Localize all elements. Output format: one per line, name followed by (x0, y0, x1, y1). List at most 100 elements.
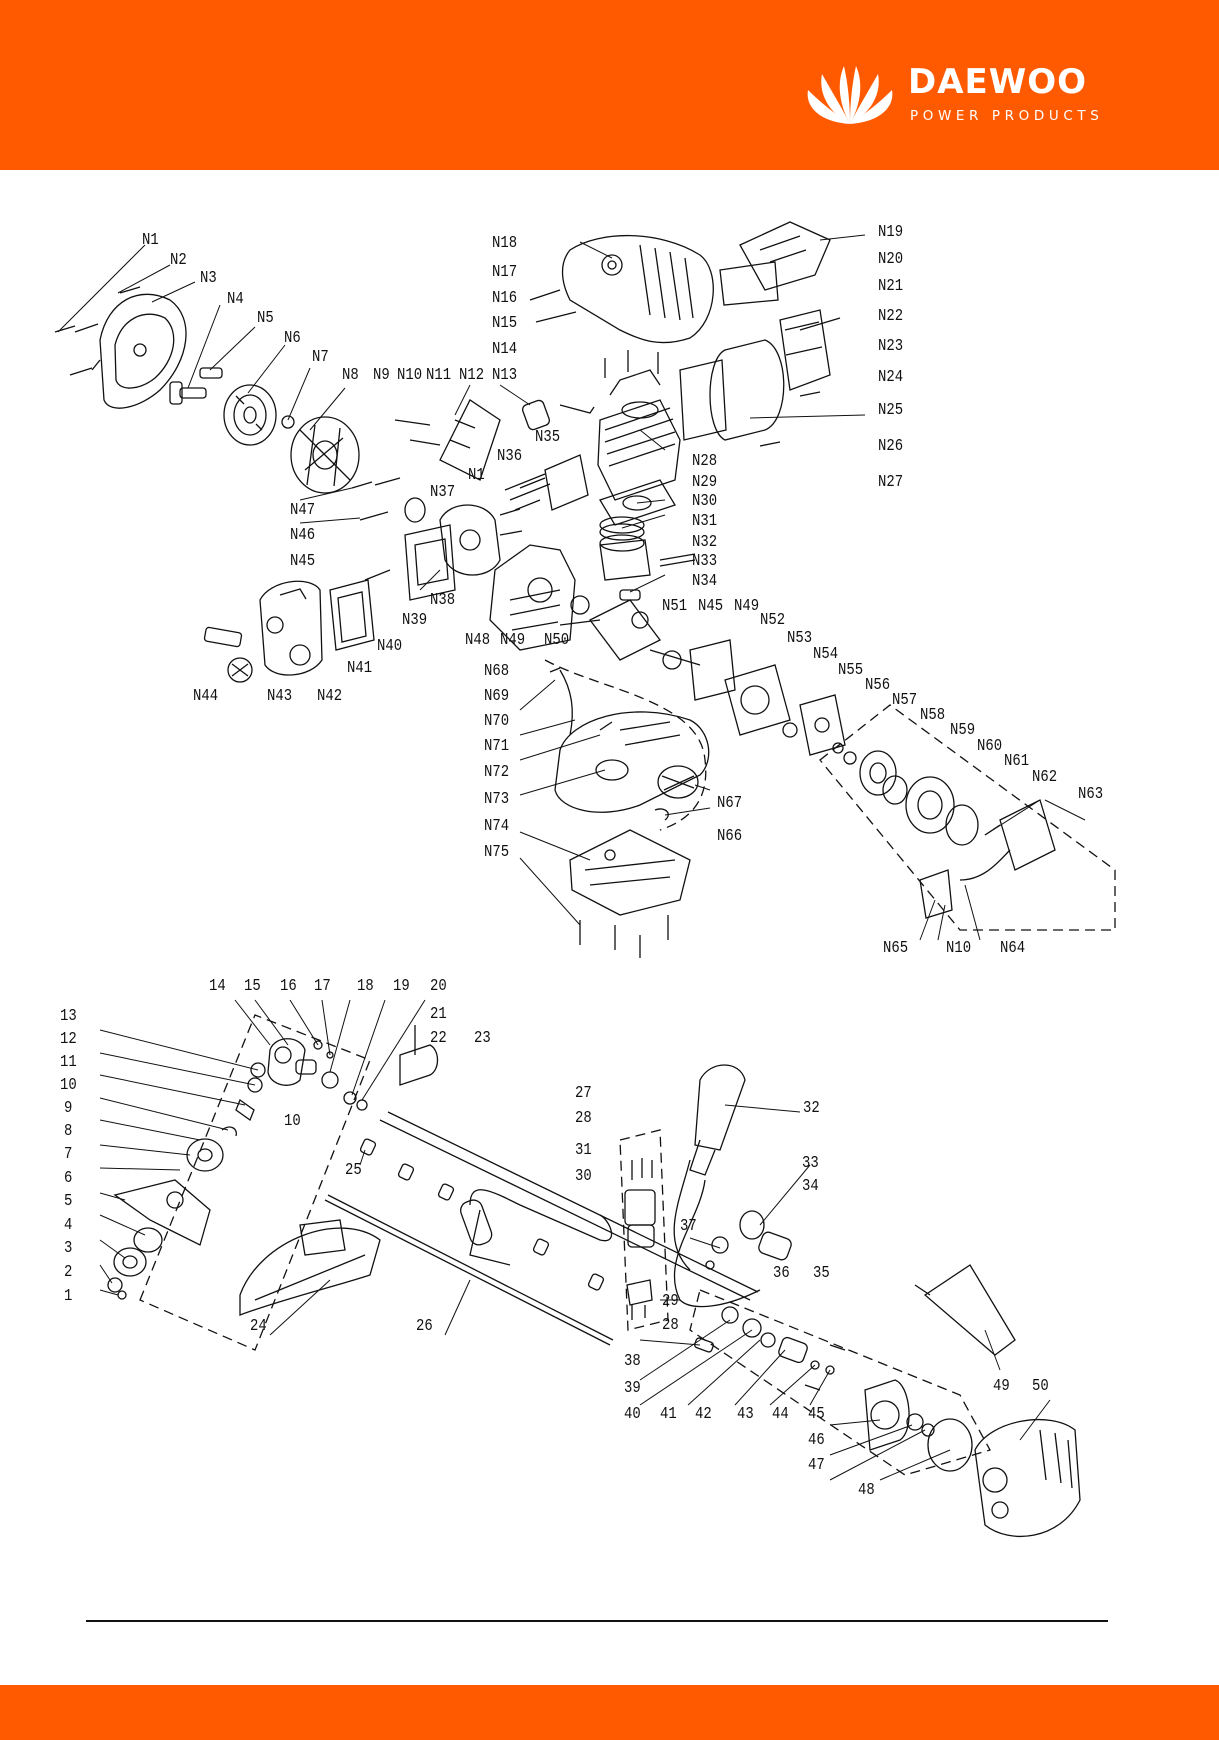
part-label: 44 (772, 1405, 789, 1424)
part-label: 20 (430, 977, 447, 996)
part-label: N10 (946, 939, 972, 958)
part-label: N1 (142, 231, 159, 250)
part-label: N47 (290, 501, 316, 520)
part-label: N49 (734, 597, 760, 616)
part-label: 1 (64, 1287, 73, 1306)
part-label: 24 (250, 1317, 267, 1336)
throttle-handle-32 (673, 1064, 761, 1308)
part-label: N22 (878, 307, 904, 326)
part-label: 43 (737, 1405, 754, 1424)
part-label: N18 (492, 234, 518, 253)
part-label: N44 (193, 687, 219, 706)
brand-name: DAEWOO (908, 62, 1088, 102)
part-label: N50 (544, 631, 570, 650)
part-label: N46 (290, 526, 316, 545)
engine-unit-51 (974, 1418, 1081, 1537)
filter-element-n41 (329, 579, 375, 651)
filter-cover-n19 (719, 221, 831, 306)
part-label: 14 (209, 977, 226, 996)
part-label: N45 (698, 597, 724, 616)
footer-band (0, 1685, 1219, 1740)
part-label: 37 (680, 1217, 697, 1236)
part-label: N7 (312, 348, 329, 367)
part-label: 19 (393, 977, 410, 996)
part-label: 38 (624, 1352, 641, 1371)
part-label: N15 (492, 314, 518, 333)
part-label: 46 (808, 1431, 825, 1450)
brand-tagline: POWER PRODUCTS (910, 108, 1104, 124)
part-label: 32 (803, 1099, 820, 1118)
part-label: 50 (1032, 1377, 1049, 1396)
crankcase-half-n53 (724, 664, 791, 736)
part-label: N16 (492, 289, 518, 308)
part-label: N4 (227, 290, 244, 309)
part-label: 22 (430, 1029, 447, 1048)
part-label: N48 (465, 631, 491, 650)
part-label: N23 (878, 337, 904, 356)
muffler-shield-n23 (779, 309, 831, 391)
loop-handle (460, 1189, 613, 1266)
part-label: 36 (773, 1264, 790, 1283)
part-label: N53 (787, 629, 813, 648)
part-label: N21 (878, 277, 904, 296)
pin-n5 (169, 367, 223, 405)
part-label: 28 (662, 1316, 679, 1335)
part-label: 10 (60, 1076, 77, 1095)
part-label: N12 (459, 366, 485, 385)
part-label: N55 (838, 661, 864, 680)
part-label: N52 (760, 611, 786, 630)
pulley-n6 (223, 384, 277, 446)
part-label: N6 (284, 329, 301, 348)
part-label: N71 (484, 737, 510, 756)
part-label: 45 (808, 1405, 825, 1424)
part-label: N28 (692, 452, 718, 471)
drive-shaft-26 (324, 1194, 614, 1346)
part-label: N38 (430, 591, 456, 610)
part-label: N3 (200, 269, 217, 288)
part-label: 48 (858, 1481, 875, 1500)
part-label: N14 (492, 340, 518, 359)
part-label: N62 (1032, 768, 1058, 787)
part-label: 2 (64, 1263, 73, 1282)
clutch-n60 (859, 750, 897, 796)
part-label: N66 (717, 827, 743, 846)
part-label: N64 (1000, 939, 1026, 958)
part-label: N56 (865, 676, 891, 695)
part-label: 10 (284, 1112, 301, 1131)
sleeve-34 (739, 1210, 792, 1261)
part-label: N24 (878, 368, 904, 387)
ignition-module-n12 (394, 399, 501, 481)
part-label: N11 (426, 366, 452, 385)
part-label: N17 (492, 263, 518, 282)
part-label: 4 (64, 1216, 73, 1235)
gearbox-14 (267, 1038, 317, 1086)
carburetor-n38 (439, 504, 523, 576)
part-label: 3 (64, 1239, 73, 1258)
part-label: N27 (878, 473, 904, 492)
part-label: 18 (357, 977, 374, 996)
part-label: 27 (575, 1084, 592, 1103)
part-label: 29 (662, 1292, 679, 1311)
part-label: 21 (430, 1005, 447, 1024)
part-label: 8 (64, 1122, 73, 1141)
part-label: 30 (575, 1167, 592, 1186)
filter-base-n39 (404, 524, 456, 601)
part-label: 6 (64, 1169, 73, 1188)
part-label: N57 (892, 691, 918, 710)
part-label: N35 (535, 428, 561, 447)
part-label: N73 (484, 790, 510, 809)
part-label: 9 (64, 1099, 73, 1118)
knob-n43 (227, 657, 253, 683)
part-label: 34 (802, 1177, 819, 1196)
clamp-23 (399, 1025, 439, 1086)
part-label: 35 (813, 1264, 830, 1283)
part-label: 13 (60, 1007, 77, 1026)
part-label: N65 (883, 939, 909, 958)
part-label: 33 (802, 1154, 819, 1173)
part-label: N33 (692, 552, 718, 571)
part-label: N45 (290, 552, 316, 571)
muffler-n24 (679, 339, 785, 441)
coupling-parts (694, 1306, 846, 1391)
part-label: N20 (878, 250, 904, 269)
